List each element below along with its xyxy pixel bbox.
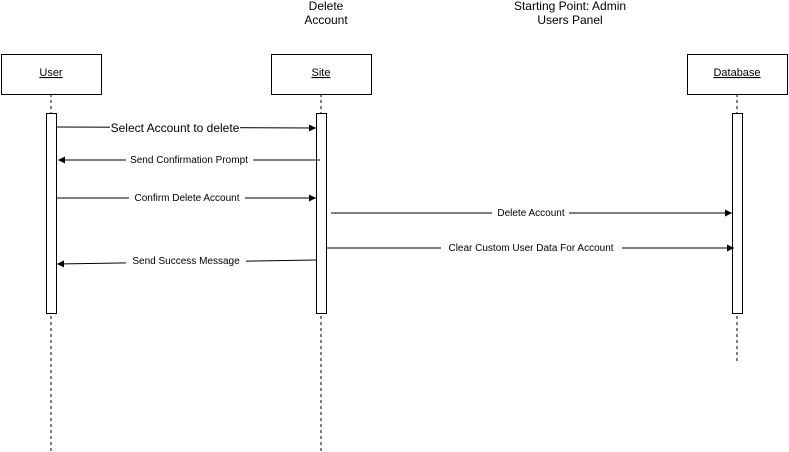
- message-delete-account: Delete Account: [331, 206, 732, 219]
- participant-site: Site: [271, 54, 372, 95]
- starting-point-line-2: Users Panel: [537, 13, 602, 27]
- participant-user: User: [1, 54, 102, 95]
- message-send-confirmation: Send Confirmation Prompt: [58, 153, 320, 166]
- message-label: Clear Custom User Data For Account: [448, 243, 613, 254]
- message-label: Select Account to delete: [111, 121, 240, 135]
- participant-database-label: Database: [713, 67, 760, 79]
- message-label: Confirm Delete Account: [134, 193, 239, 204]
- participant-user-label: User: [39, 67, 63, 79]
- message-confirm-delete: Confirm Delete Account: [57, 191, 316, 204]
- title-line-1: Delete: [309, 0, 344, 13]
- title-line-2: Account: [304, 13, 348, 27]
- message-send-success: Send Success Message: [56, 254, 318, 268]
- message-label: Send Confirmation Prompt: [130, 155, 248, 166]
- activation-user: [46, 113, 57, 314]
- activation-site: [316, 113, 327, 314]
- message-select-account: Select Account to delete: [56, 120, 317, 135]
- message-label: Delete Account: [497, 208, 564, 219]
- message-label: Send Success Message: [132, 256, 240, 267]
- message-clear-user-data: Clear Custom User Data For Account: [327, 241, 734, 254]
- starting-point-line-1: Starting Point: Admin: [514, 0, 626, 13]
- participant-database: Database: [687, 54, 788, 95]
- participant-site-label: Site: [312, 67, 331, 79]
- activation-database: [732, 113, 743, 314]
- diagram-title: Delete Account: [304, 0, 348, 27]
- starting-point-note: Starting Point: Admin Users Panel: [514, 0, 626, 27]
